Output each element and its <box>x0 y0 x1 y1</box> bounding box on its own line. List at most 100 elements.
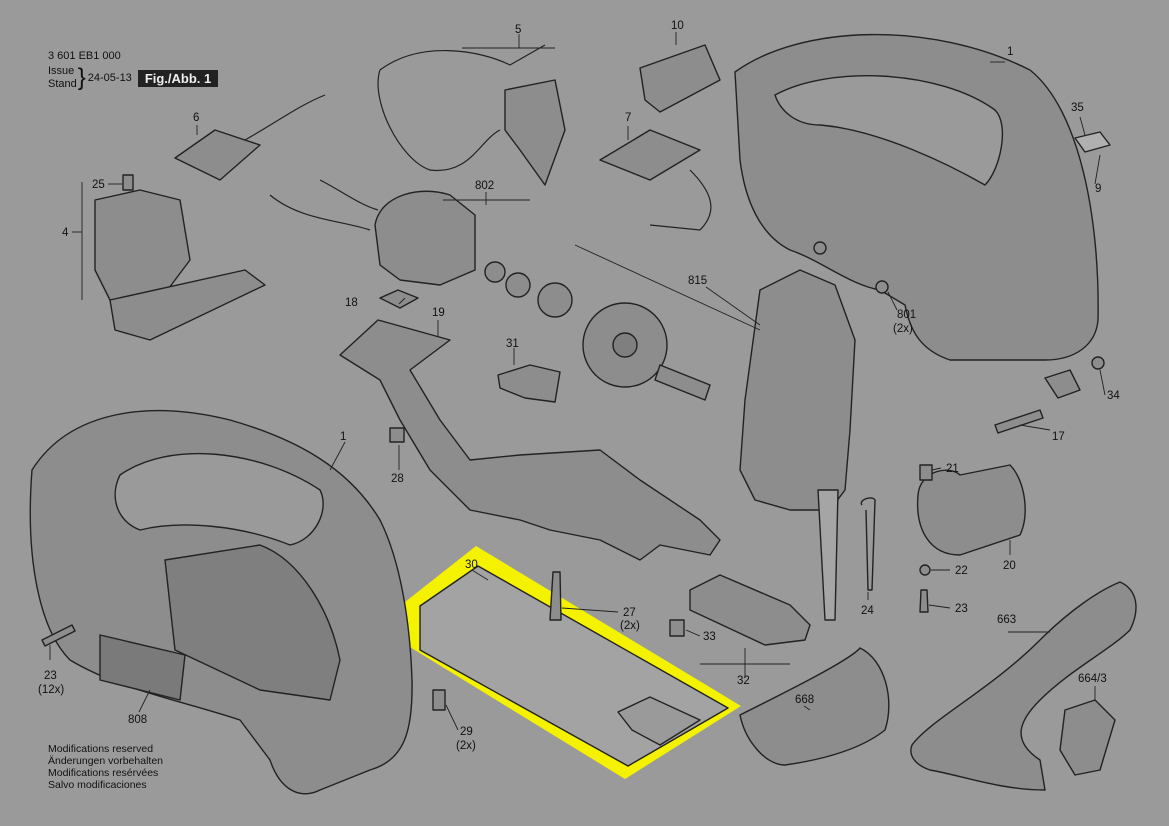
callout-21: 21 <box>946 463 959 475</box>
bushing-801b <box>813 241 827 255</box>
callout-23a-qty: (12x) <box>38 684 64 696</box>
callout-808: 808 <box>128 714 147 726</box>
stroke-mechanism <box>739 269 856 511</box>
callout-4: 4 <box>62 227 69 239</box>
callout-22: 22 <box>955 565 968 577</box>
guide-roller <box>689 574 811 646</box>
spacer-plate <box>379 289 419 309</box>
leader-17 <box>1019 424 1051 431</box>
trigger-switch <box>504 79 566 186</box>
bushing-801 <box>875 280 889 294</box>
notice-line-es: Salvo modificaciones <box>48 779 147 791</box>
screw-23-right <box>919 589 929 613</box>
callout-815: 815 <box>688 275 707 287</box>
wire-harness-802 <box>269 179 379 231</box>
wire-harness-6 <box>244 94 326 141</box>
spring-25 <box>122 174 134 191</box>
adapter-clip <box>1059 699 1116 776</box>
callout-34: 34 <box>1107 390 1120 402</box>
pinion <box>505 272 531 298</box>
callout-17: 17 <box>1052 431 1065 443</box>
callout-663: 663 <box>997 614 1016 626</box>
callout-30: 30 <box>465 559 478 571</box>
issue-date: 24-05-13 <box>87 71 132 84</box>
issue-row: Issue Stand } 24-05-13 Fig./Abb. 1 <box>48 65 219 91</box>
cover-part <box>639 44 721 113</box>
rating-label <box>99 634 186 701</box>
callout-18: 18 <box>345 297 358 309</box>
housing-right-grip <box>774 75 1003 186</box>
notice-line-en: Modifications reserved <box>48 743 154 755</box>
motor <box>374 190 476 286</box>
vacuum-adapter <box>910 581 1137 791</box>
notice-line-fr: Modifications resérvées <box>48 767 159 779</box>
leader-29 <box>445 704 459 731</box>
crown-gear-hub <box>612 332 638 358</box>
callout-7: 7 <box>625 112 631 124</box>
gear-lever <box>497 364 561 403</box>
label-plate <box>1074 131 1111 153</box>
washer-22 <box>919 564 931 576</box>
leader-668 <box>803 705 811 711</box>
leader-35 <box>1079 116 1086 136</box>
callout-9: 9 <box>1095 183 1101 195</box>
leader-21 <box>931 467 942 471</box>
bracket-815 <box>574 244 761 331</box>
housing-left-grip <box>114 452 324 546</box>
lever-plate <box>1044 369 1081 399</box>
gear-housing <box>339 319 721 561</box>
document-number: 3 601 EB1 000 <box>48 50 121 62</box>
callout-27: 27 <box>623 607 636 619</box>
screw-23-left <box>41 624 76 647</box>
callout-27-qty: (2x) <box>620 620 640 632</box>
leader-30 <box>471 569 489 581</box>
eccentric-shaft <box>654 364 711 401</box>
callout-1a: 1 <box>1007 46 1013 58</box>
callout-23b: 23 <box>955 603 968 615</box>
callout-801: 801 <box>897 309 916 321</box>
callout-802: 802 <box>475 180 494 192</box>
gear-small <box>537 282 573 318</box>
screw-33 <box>669 619 685 637</box>
bearing <box>484 261 506 283</box>
blade-clamp-spring <box>860 497 876 591</box>
leader-9 <box>1094 154 1101 185</box>
callout-24: 24 <box>861 605 874 617</box>
callout-19: 19 <box>432 307 445 319</box>
connector-board <box>599 129 701 181</box>
screw-28 <box>389 427 405 443</box>
callout-1b: 1 <box>340 431 346 443</box>
spring-21 <box>919 464 933 481</box>
callout-6: 6 <box>193 112 199 124</box>
leader-801 <box>887 291 898 311</box>
leader-33 <box>685 629 701 637</box>
base-plate-cutout <box>617 696 701 746</box>
callout-801-qty: (2x) <box>893 323 913 335</box>
switch-module <box>94 189 191 301</box>
figure-label: Fig./Abb. 1 <box>137 69 219 87</box>
callout-33: 33 <box>703 631 716 643</box>
dust-hood <box>916 464 1026 556</box>
leader-1b <box>329 441 346 471</box>
callout-664: 664/3 <box>1078 673 1107 685</box>
bushing-34 <box>1091 356 1105 370</box>
control-board <box>174 129 261 181</box>
issue-label: Issue <box>48 65 75 77</box>
callout-10: 10 <box>671 20 684 32</box>
pin <box>994 409 1044 434</box>
callout-25: 25 <box>92 179 105 191</box>
leader-18 <box>398 297 406 305</box>
leader-23b <box>928 604 951 609</box>
notice-line-de: Änderungen vorbehalten <box>48 755 164 767</box>
switch-bracket <box>109 269 266 341</box>
callout-20: 20 <box>1003 560 1016 572</box>
callout-32: 32 <box>737 675 750 687</box>
callout-668: 668 <box>795 694 814 706</box>
callout-35: 35 <box>1071 102 1084 114</box>
saw-blade <box>817 489 839 621</box>
screw-29 <box>432 689 446 711</box>
leader-34 <box>1099 369 1106 396</box>
document-header: 3 601 EB1 000 Issue Stand } 24-05-13 Fig… <box>48 50 219 91</box>
wire-harness-5 <box>377 44 546 171</box>
